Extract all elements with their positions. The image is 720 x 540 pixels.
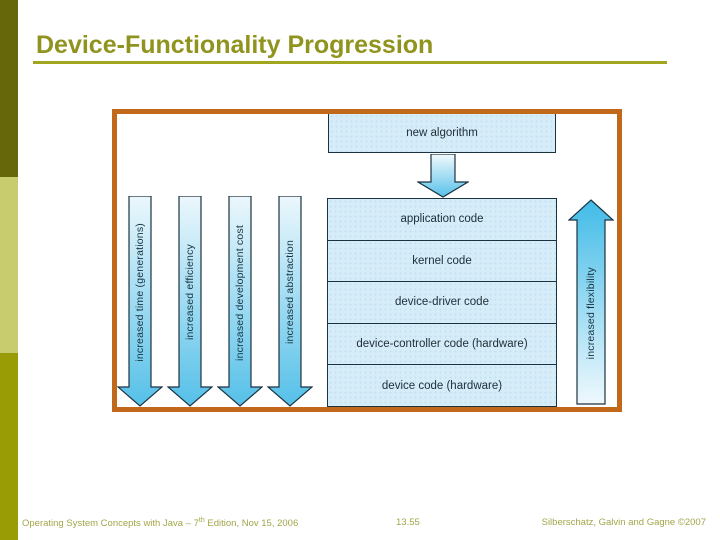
- down-arrow-icon-development-cost: [217, 196, 263, 407]
- up-arrow-icon-flexibility: [568, 199, 614, 405]
- footer-authors: Silberschatz, Galvin and Gagne ©2007: [541, 517, 706, 528]
- sidebar-accent-bottom: [0, 353, 18, 540]
- stack-row-kernel-code: kernel code: [328, 239, 556, 282]
- down-arrow-icon-abstraction: [267, 196, 313, 407]
- sidebar-accent-top: [0, 0, 18, 177]
- page-title: Device-Functionality Progression: [36, 31, 434, 59]
- new-algorithm-box: new algorithm: [328, 114, 556, 153]
- footer-book-title: Operating System Concepts with Java – 7t…: [22, 517, 299, 530]
- footer-superscript: th: [198, 517, 205, 524]
- stack-row-device-driver-code: device-driver code: [328, 281, 556, 323]
- new-algorithm-label: new algorithm: [406, 127, 478, 139]
- footer-page-number: 13.55: [396, 517, 420, 528]
- title-underline: [33, 61, 667, 64]
- stack-row-device-code: device code (hardware): [328, 364, 556, 406]
- down-arrow-icon-time: [117, 196, 163, 407]
- sidebar-accent-middle: [0, 177, 18, 353]
- flow-down-arrow-icon: [417, 154, 469, 198]
- stack-row-application-code: application code: [328, 199, 556, 240]
- stack-row-device-controller-code: device-controller code (hardware): [328, 322, 556, 365]
- code-layer-stack: application code kernel code device-driv…: [327, 198, 557, 407]
- down-arrow-icon-efficiency: [167, 196, 213, 407]
